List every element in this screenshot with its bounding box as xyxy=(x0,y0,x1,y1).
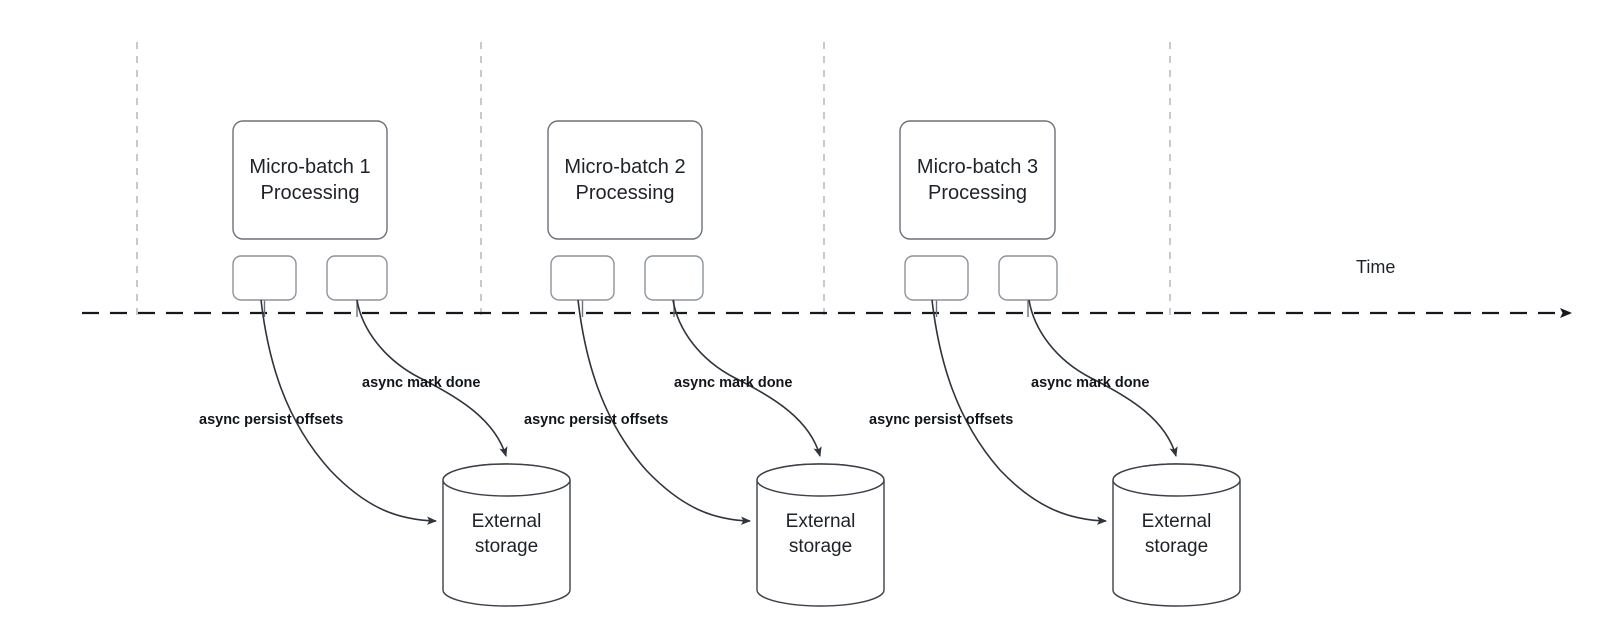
micro-batch-3-storage-label-line1: External xyxy=(1142,511,1212,532)
mb2-task-left-box[interactable] xyxy=(550,255,615,301)
mb2-persist-offsets-arrow xyxy=(577,299,751,525)
mb1-task-right-box[interactable] xyxy=(326,255,388,301)
micro-batch-1-process-box[interactable] xyxy=(232,120,388,240)
mb3-persist-offsets-label: async persist offsets xyxy=(869,412,1013,428)
micro-batch-3-process-box[interactable] xyxy=(899,120,1056,240)
mb1-task-left-box[interactable] xyxy=(232,255,297,301)
micro-batch-1-storage-label-line2: storage xyxy=(475,536,538,557)
micro-batch-2-process-label-line2: Processing xyxy=(576,182,675,204)
micro-batch-3-storage-label-line2: storage xyxy=(1145,536,1208,557)
mb1-mark-done-arrow xyxy=(356,299,508,457)
micro-batch-1-process-label-line1: Micro-batch 1 xyxy=(249,156,370,178)
mb3-mark-done-arrow xyxy=(1028,299,1178,457)
micro-batch-2-storage-cylinder-top xyxy=(756,463,885,497)
mb2-mark-done-label: async mark done xyxy=(674,375,792,391)
mb2-persist-offsets-label: async persist offsets xyxy=(524,412,668,428)
micro-batch-3-storage-cylinder-top xyxy=(1112,463,1241,497)
micro-batch-2-process-box[interactable] xyxy=(547,120,703,240)
mb2-task-right-box[interactable] xyxy=(644,255,704,301)
mb3-task-right-box[interactable] xyxy=(998,255,1058,301)
micro-batch-1-storage-label-line1: External xyxy=(472,511,542,532)
micro-batch-2-process-label-line1: Micro-batch 2 xyxy=(564,156,685,178)
micro-batch-3-process-label-line2: Processing xyxy=(928,182,1027,204)
micro-batch-1-process-label-line2: Processing xyxy=(261,182,360,204)
mb1-mark-done-label: async mark done xyxy=(362,375,480,391)
mb3-mark-done-label: async mark done xyxy=(1031,375,1149,391)
micro-batch-3-process-label-line1: Micro-batch 3 xyxy=(917,156,1038,178)
mb3-task-left-box[interactable] xyxy=(904,255,969,301)
time-axis-label: Time xyxy=(1356,257,1395,277)
micro-batch-2-storage-label-line1: External xyxy=(786,511,856,532)
mb3-persist-offsets-arrow xyxy=(931,299,1107,525)
micro-batch-2-storage-label-line2: storage xyxy=(789,536,852,557)
micro-batch-1-storage-cylinder-top xyxy=(442,463,571,497)
timeline-tick-group xyxy=(136,42,1171,316)
mb1-persist-offsets-arrow xyxy=(260,299,437,525)
mb2-mark-done-arrow xyxy=(672,299,822,457)
mb1-persist-offsets-label: async persist offsets xyxy=(199,412,343,428)
